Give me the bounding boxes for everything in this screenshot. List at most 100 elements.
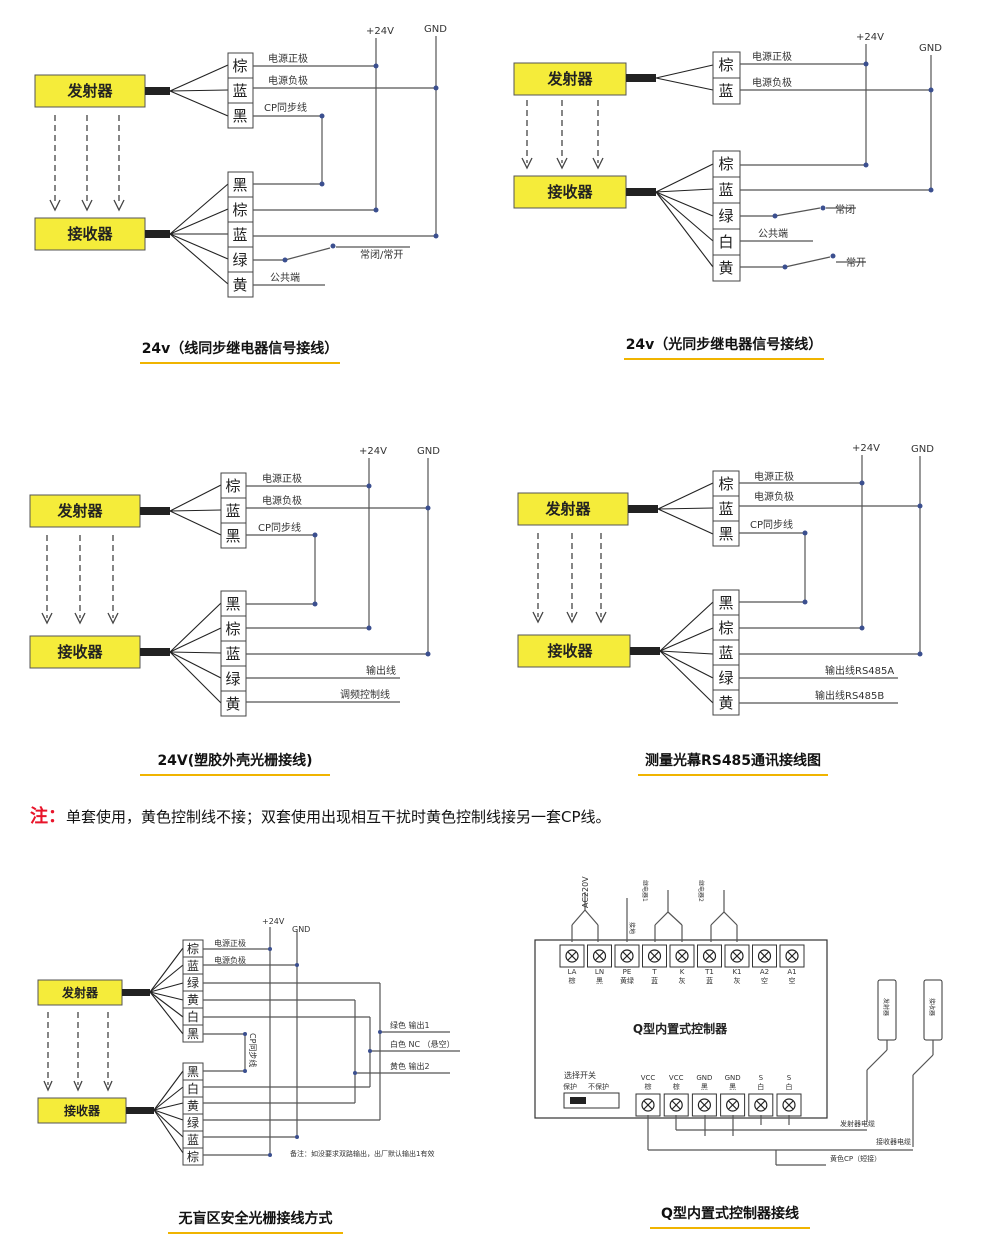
term-green: 绿 [225, 670, 240, 688]
term-white: 白 [187, 1081, 199, 1096]
common-label: 公共端 [758, 227, 788, 240]
note-mark: 注： [30, 806, 66, 827]
terminal-wire: 灰 [734, 976, 741, 985]
term-green: 绿 [718, 207, 733, 225]
term-green: 绿 [187, 1115, 199, 1130]
receiver-box [34, 217, 146, 251]
output-line-label: 输出线 [366, 664, 396, 677]
terminal-name: T [651, 968, 657, 976]
switch-protect-label: 保护 [563, 1082, 577, 1091]
term-brown: 棕 [225, 477, 240, 495]
receiver-box [37, 1097, 127, 1124]
term-green: 绿 [232, 251, 247, 269]
receiver-label: 接收器 [547, 183, 593, 201]
terminal-name: A2 [760, 968, 769, 976]
terminal-name: T1 [704, 968, 714, 976]
receiver-box [29, 635, 141, 669]
term-brown: 棕 [187, 941, 199, 956]
emitter-cable-label: 发射器电缆 [840, 1119, 875, 1128]
power-pos-label: 电源正极 [268, 52, 308, 65]
term-yellow: 黄 [225, 695, 240, 713]
term-yellow: 黄 [187, 993, 199, 1007]
term-brown: 棕 [232, 57, 247, 75]
emitter-box [517, 492, 629, 526]
receiver-box [513, 175, 627, 209]
gnd-label: GND [292, 925, 310, 934]
emitter-label: 发射器 [544, 500, 591, 518]
nc-label: 白色 NC （悬空） [390, 1039, 455, 1049]
terminal-name: K1 [732, 968, 741, 976]
terminal-wire: 黑 [596, 977, 603, 985]
note: 注：单套使用，黄色控制线不接；双套使用出现相互干扰时黄色控制线接另一套CP线。 [30, 802, 611, 828]
caption-d2: 24v（光同步继电器信号接线） [624, 334, 824, 360]
terminal-wire: 白 [786, 1082, 793, 1091]
receiver-label: 接收器 [67, 225, 113, 243]
no-label: 常开 [846, 256, 866, 269]
diagram-plastic-shell: 发射器 接收器 棕 蓝 黑 黑 棕 蓝 绿 黄 +24V GND 电源正极 电源… [29, 446, 440, 717]
term-blue: 蓝 [187, 1133, 199, 1147]
controller-body [534, 939, 828, 1119]
term-white: 白 [718, 233, 733, 251]
term-black: 黑 [232, 107, 247, 125]
power-neg-label: 电源负极 [214, 955, 246, 965]
terminal-wire: 灰 [679, 976, 686, 985]
diagram-rs485: 发射器 接收器 棕 蓝 黑 黑 棕 蓝 绿 黄 +24V GND 电源正极 电源… [517, 443, 934, 716]
term-blue: 蓝 [718, 82, 733, 100]
terminal-wire: 蓝 [706, 976, 713, 985]
term-green: 绿 [187, 975, 199, 990]
term-brown: 棕 [718, 619, 733, 637]
power-pos-label: 电源正极 [214, 938, 246, 948]
power-pos-label: 电源正极 [752, 50, 792, 63]
term-green: 绿 [718, 669, 733, 687]
emitter-label: 发射器 [66, 82, 113, 100]
term-blue: 蓝 [718, 181, 733, 199]
terminal-name: VCC [641, 1074, 656, 1082]
emitter-box [513, 62, 627, 96]
switch-title: 选择开关 [564, 1070, 596, 1080]
light-rays [41, 535, 119, 625]
relay2-label: 继电器2 [697, 880, 705, 902]
term-black: 黑 [187, 1027, 199, 1041]
terminal-name: GND [725, 1074, 741, 1082]
light-rays [43, 1012, 113, 1092]
tube-receiver-label: 接收器 [928, 998, 936, 1016]
term-black: 黑 [225, 595, 240, 613]
gnd-label: GND [919, 43, 942, 54]
term-yellow: 黄 [232, 276, 247, 294]
plus24-label: +24V [852, 443, 880, 454]
gnd-label: GND [911, 444, 934, 455]
cp-sync-label: CP同步线 [248, 1033, 258, 1067]
terminal-name: PE [623, 968, 632, 976]
caption-d6: Q型内置式控制器接线 [650, 1203, 810, 1229]
receiver-label: 接收器 [547, 642, 593, 660]
terminal-name: S [759, 1074, 764, 1082]
plus24-label: +24V [262, 917, 285, 926]
relay1-label: 继电器1 [641, 880, 649, 902]
gnd-label: GND [424, 24, 447, 35]
receiver-label: 接收器 [64, 1103, 101, 1118]
power-pos-label: 电源正极 [262, 472, 302, 485]
term-black: 黑 [187, 1065, 199, 1079]
light-rays [49, 115, 125, 212]
term-blue: 蓝 [718, 500, 733, 518]
common-label: 公共端 [270, 271, 300, 284]
term-yellow: 黄 [718, 259, 733, 277]
selector-switch[interactable] [563, 1092, 620, 1109]
plus24-label: +24V [359, 446, 387, 457]
terminal-wire: 白 [757, 1082, 764, 1091]
diagram-no-blind-zone: 发射器 接收器 棕 蓝 绿 黄 白 黑 黑 白 黄 绿 蓝 棕 +24V GND [37, 917, 460, 1166]
output2-label: 黄色 输出2 [390, 1061, 430, 1071]
power-neg-label: 电源负极 [754, 490, 794, 503]
controller-title: Q型内置式控制器 [633, 1021, 728, 1036]
nc-no-label: 常闭/常开 [360, 248, 403, 261]
ac220-label: AC220V [581, 876, 590, 908]
terminal-wire: 黑 [701, 1083, 708, 1091]
diagram-light-sync-relay: 发射器 接收器 棕 蓝 棕 蓝 绿 白 黄 +24V GND 电源正极 电源负极… [513, 32, 942, 282]
rs485b-label: 输出线RS485B [815, 689, 884, 702]
power-neg-label: 电源负极 [268, 74, 308, 87]
diagram-line-sync-relay: 发射器 接收器 棕 蓝 黑 黑 棕 蓝 绿 黄 +24V GND 电源正极 电源… [34, 24, 447, 298]
term-black: 黑 [718, 594, 733, 612]
light-rays [521, 100, 604, 170]
cp-sync-label: CP同步线 [264, 101, 307, 114]
